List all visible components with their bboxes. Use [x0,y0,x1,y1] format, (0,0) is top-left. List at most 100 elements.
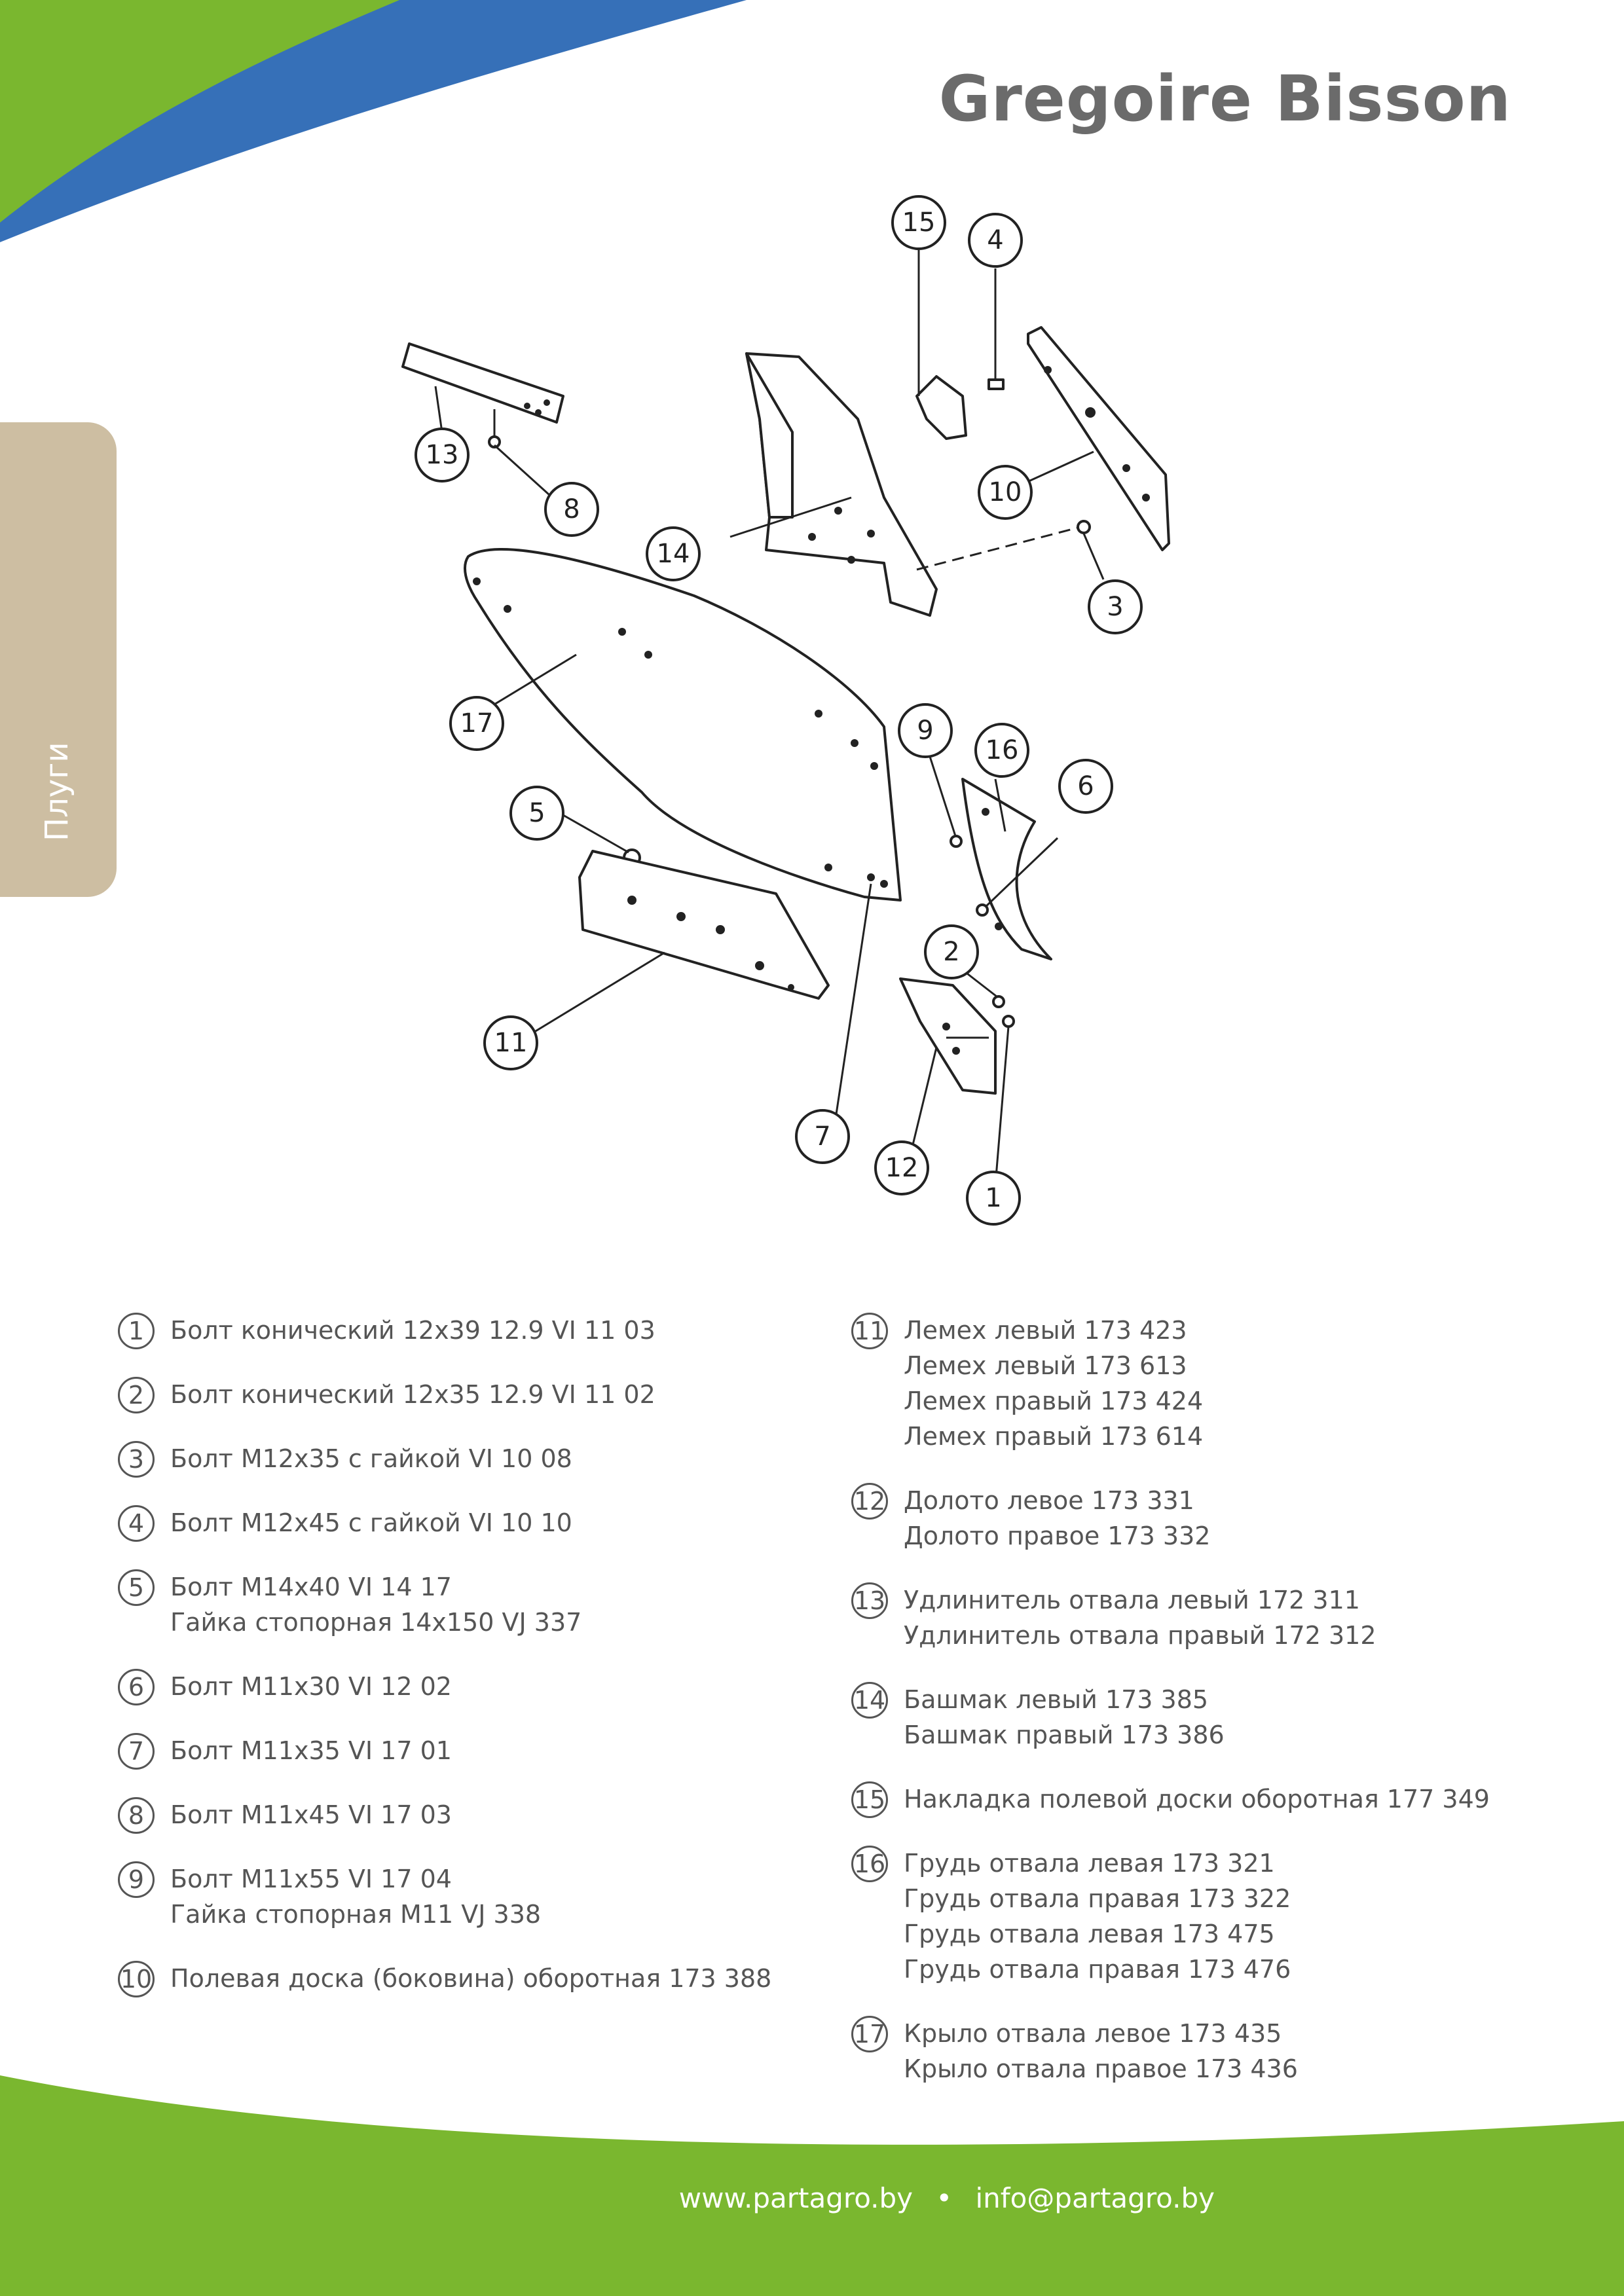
svg-text:12: 12 [885,1153,919,1183]
svg-text:1: 1 [985,1183,1001,1213]
part-1-bolt [994,1015,1015,1186]
legend-line: Болт М14х40 VI 14 17 [170,1573,452,1601]
svg-text:7: 7 [814,1121,830,1152]
legend-line: Башмак правый 173 386 [904,1721,1225,1749]
legend-line: Лемех правый 173 614 [904,1422,1204,1451]
legend-number-badge: 14 [851,1682,888,1719]
legend-line: Долото левое 173 331 [904,1486,1194,1515]
legend-number-badge: 7 [118,1733,155,1770]
legend-line: Болт конический 12х39 12.9 VI 11 03 [170,1316,655,1345]
legend-line: Накладка полевой доски оборотная 177 349 [904,1785,1490,1813]
callout-8: 8 [544,482,599,537]
part-11-share [513,850,830,1046]
part-4-bolt [987,268,1005,390]
part-15-cover [915,249,967,440]
part-3-bolt [916,520,1105,580]
part-6-bolt [976,837,1059,917]
legend-item: 8 Болт М11х45 VI 17 03 [118,1797,825,1834]
legend-line: Болт конический 12х35 12.9 VI 11 02 [170,1380,655,1409]
legend-number-badge: 13 [851,1582,888,1619]
callout-5: 5 [509,786,564,841]
legend-number-badge: 12 [851,1483,888,1520]
svg-text:13: 13 [426,440,459,470]
legend-item: 2 Болт конический 12х35 12.9 VI 11 02 [118,1377,825,1413]
brand-title: Gregoire Bisson [938,62,1511,136]
footer-separator: • [936,2182,953,2214]
legend-item: 15 Накладка полевой доски оборотная 177 3… [851,1781,1506,1818]
callout-15: 15 [891,195,946,250]
legend-line: Долото правое 173 332 [904,1522,1211,1550]
legend-line: Грудь отвала правая 173 322 [904,1884,1291,1913]
svg-text:6: 6 [1077,771,1094,801]
legend-item: 10 Полевая доска (боковина) оборотная 173… [118,1961,825,1997]
legend-line: Крыло отвала правое 173 436 [904,2054,1298,2083]
legend-number-badge: 15 [851,1781,888,1818]
part-10-landside [1021,326,1170,551]
header-swoosh [0,0,747,242]
svg-text:4: 4 [987,225,1003,255]
footer-email-link[interactable]: info@partagro.by [975,2182,1215,2214]
legend-line: Лемех левый 173 423 [904,1316,1187,1345]
callout-3: 3 [1088,579,1143,634]
legend-number-badge: 1 [118,1313,155,1349]
legend-number-badge: 17 [851,2016,888,2052]
callout-14: 14 [646,526,701,581]
legend-line: Болт М11х35 VI 17 01 [170,1736,452,1765]
svg-text:14: 14 [657,539,690,569]
legend-line: Болт М12х35 с гайкой VI 10 08 [170,1444,572,1473]
part-12-chisel [899,977,997,1156]
legend-number-badge: 2 [118,1377,155,1413]
part-14-shoe [729,352,938,617]
legend-line: Удлинитель отвала правый 172 312 [904,1621,1376,1650]
svg-text:11: 11 [494,1028,528,1058]
legend-number-badge: 10 [118,1961,155,1997]
callout-2: 2 [924,924,979,979]
legend-line: Полевая доска (боковина) оборотная 173 3… [170,1964,772,1993]
part-17-wing [464,547,902,902]
callout-17: 17 [449,696,504,751]
legend-line: Грудь отвала правая 173 476 [904,1955,1291,1984]
svg-text:16: 16 [986,735,1019,765]
svg-text:8: 8 [563,494,580,524]
legend-line: Болт М12х45 с гайкой VI 10 10 [170,1508,572,1537]
footer-band [0,2075,1624,2296]
svg-text:5: 5 [528,798,545,828]
part-7-bolt [832,883,872,1137]
footer-website-link[interactable]: www.partagro.by [678,2182,913,2214]
part-13-extension [401,342,564,433]
footer-contacts: www.partagro.by • info@partagro.by [679,2182,1215,2214]
side-tab-label: Плуги [39,742,75,841]
legend-line: Болт М11х55 VI 17 04 [170,1865,452,1893]
callout-6: 6 [1058,759,1113,814]
legend-item: 4 Болт М12х45 с гайкой VI 10 10 [118,1505,825,1542]
svg-text:17: 17 [460,708,494,738]
callout-1: 1 [966,1171,1021,1226]
legend-number-badge: 8 [118,1797,155,1834]
svg-text:10: 10 [989,477,1022,507]
svg-text:3: 3 [1107,592,1123,622]
callout-11: 11 [483,1015,538,1070]
parts-diagram: 15 4 13 8 10 14 3 17 9 16 6 5 2 11 7 12 … [401,195,1170,1226]
svg-text:9: 9 [917,716,933,746]
legend-number-badge: 11 [851,1313,888,1349]
legend-line: Болт М11х45 VI 17 03 [170,1800,452,1829]
legend-line: Крыло отвала левое 173 435 [904,2019,1282,2048]
side-tab[interactable] [0,422,117,897]
callout-7: 7 [795,1109,850,1164]
legend-number-badge: 4 [118,1505,155,1542]
callout-9: 9 [898,703,953,758]
part-16-breast [961,778,1052,960]
legend-number-badge: 16 [851,1846,888,1882]
